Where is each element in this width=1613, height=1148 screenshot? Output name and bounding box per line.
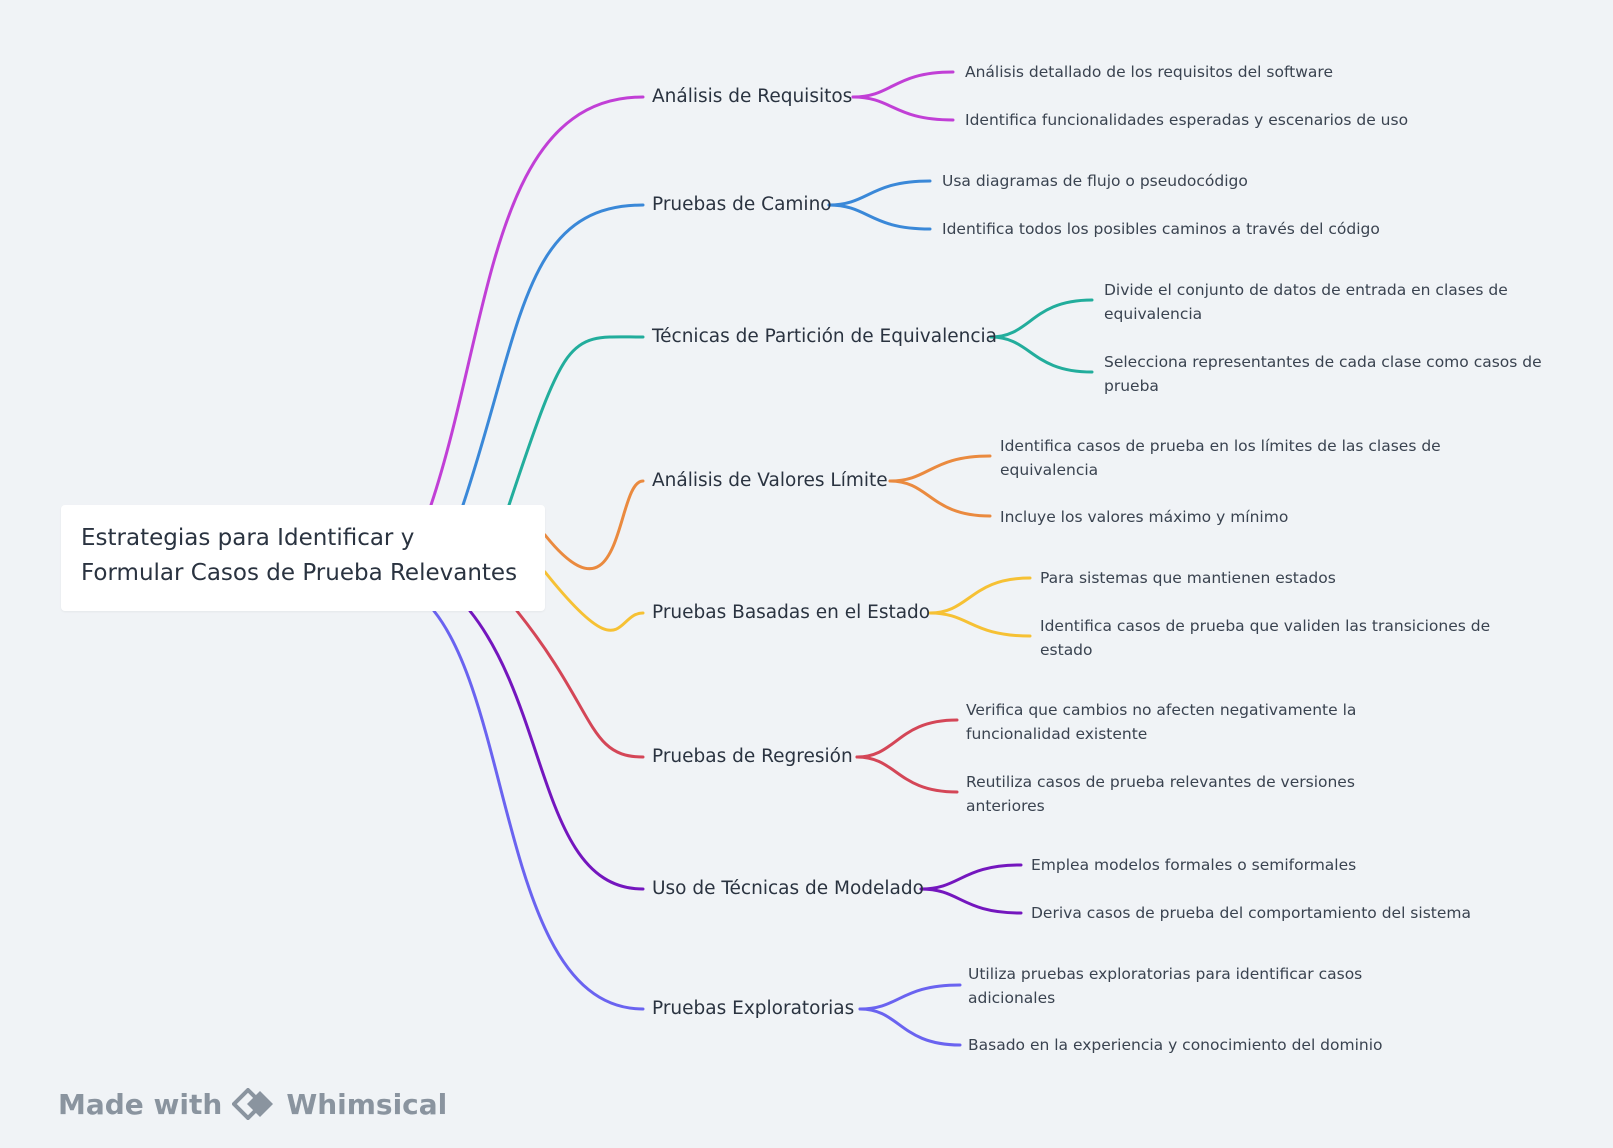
topic-node-pruebas-exploratorias[interactable]: Pruebas Exploratorias bbox=[652, 998, 855, 1019]
connector-line bbox=[855, 718, 959, 759]
topic-node-analisis-requisitos[interactable]: Análisis de Requisitos bbox=[652, 86, 853, 107]
leaf-node[interactable]: Reutiliza casos de prueba relevantes de … bbox=[966, 773, 1355, 815]
topic-node-basadas-estado[interactable]: Pruebas Basadas en el Estado bbox=[652, 602, 931, 623]
whimsical-brand-label: Whimsical bbox=[286, 1087, 448, 1121]
topic-node-valores-limite[interactable]: Análisis de Valores Límite bbox=[652, 470, 888, 491]
connector-line bbox=[515, 609, 645, 759]
connector-line bbox=[543, 479, 645, 571]
topic-node-tecnicas-modelado[interactable]: Uso de Técnicas de Modelado bbox=[652, 878, 924, 899]
connector-line bbox=[429, 95, 645, 507]
topic-node-pruebas-camino[interactable]: Pruebas de Camino bbox=[652, 194, 832, 215]
leaf-node[interactable]: Para sistemas que mantienen estados bbox=[1040, 569, 1336, 587]
connector-line bbox=[928, 576, 1032, 615]
leaf-node[interactable]: Divide el conjunto de datos de entrada e… bbox=[1104, 281, 1508, 323]
leaf-node[interactable]: Identifica casos de prueba en los límite… bbox=[1000, 437, 1441, 479]
leaf-node[interactable]: Selecciona representantes de cada clase … bbox=[1104, 353, 1542, 395]
connector-line bbox=[461, 203, 645, 507]
connector-line bbox=[858, 983, 962, 1011]
connector-line bbox=[989, 335, 1094, 374]
connector-line bbox=[851, 95, 955, 122]
topic-node-pruebas-regresion[interactable]: Pruebas de Regresión bbox=[652, 746, 853, 767]
connector-line bbox=[855, 755, 959, 794]
connector-line bbox=[919, 887, 1023, 915]
leaf-node[interactable]: Basado en la experiencia y conocimiento … bbox=[968, 1036, 1383, 1054]
connector-line bbox=[989, 298, 1094, 339]
leaf-node[interactable]: Identifica casos de prueba que validen l… bbox=[1040, 617, 1491, 659]
connector-line bbox=[827, 179, 932, 207]
leaf-node[interactable]: Utiliza pruebas exploratorias para ident… bbox=[968, 965, 1363, 1007]
made-with-whimsical-footer[interactable]: Made with Whimsical bbox=[58, 1084, 447, 1124]
root-title-line-2: Formular Casos de Prueba Relevantes bbox=[81, 560, 518, 586]
topic-node-particion-equivalencia[interactable]: Técnicas de Partición de Equivalencia bbox=[652, 326, 997, 347]
root-title-line-1: Estrategias para Identificar y bbox=[81, 525, 415, 551]
root-node[interactable]: Estrategias para Identificar y Formular … bbox=[61, 505, 545, 611]
connector-line bbox=[888, 479, 992, 518]
connector-line bbox=[919, 863, 1023, 891]
leaf-node[interactable]: Incluye los valores máximo y mínimo bbox=[1000, 508, 1289, 526]
connector-line bbox=[858, 1007, 962, 1047]
leaf-node[interactable]: Identifica todos los posibles caminos a … bbox=[942, 220, 1380, 238]
leaf-node[interactable]: Verifica que cambios no afecten negativa… bbox=[966, 701, 1357, 743]
made-with-label: Made with bbox=[58, 1087, 223, 1121]
whimsical-logo-icon bbox=[231, 1087, 276, 1121]
connector-line bbox=[888, 454, 992, 483]
connector-line bbox=[928, 611, 1032, 638]
leaf-node[interactable]: Emplea modelos formales o semiformales bbox=[1031, 856, 1357, 874]
leaf-node[interactable]: Análisis detallado de los requisitos del… bbox=[965, 63, 1333, 81]
connector-line bbox=[851, 70, 955, 99]
leaf-node[interactable]: Usa diagramas de flujo o pseudocódigo bbox=[942, 172, 1248, 190]
connector-line bbox=[543, 570, 645, 632]
leaf-node[interactable]: Identifica funcionalidades esperadas y e… bbox=[965, 111, 1409, 129]
connector-line bbox=[432, 609, 645, 1011]
connector-line bbox=[468, 609, 645, 891]
connector-line bbox=[827, 203, 932, 231]
leaf-node[interactable]: Deriva casos de prueba del comportamient… bbox=[1031, 904, 1471, 922]
connector-line bbox=[507, 335, 645, 507]
